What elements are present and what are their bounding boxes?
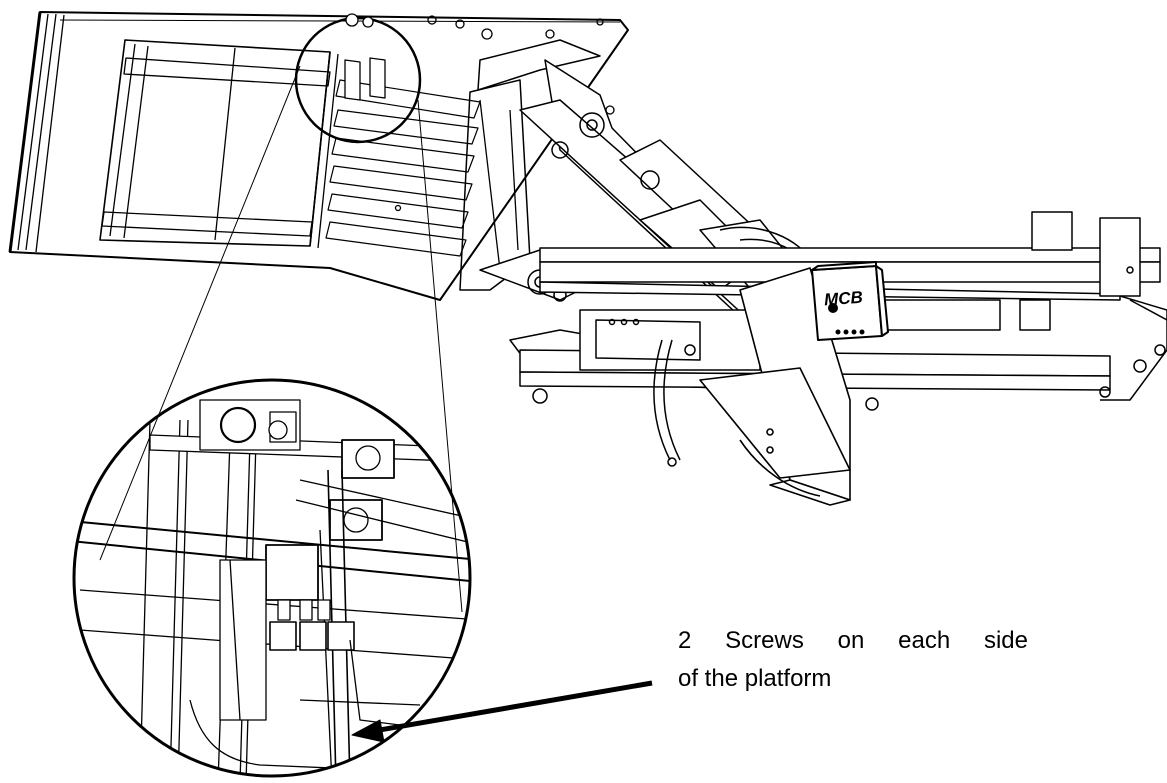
control-box: MCB bbox=[811, 261, 889, 341]
annotation-line-2: of the platform bbox=[678, 665, 832, 692]
annotation-line-1: 2 Screws on each side bbox=[678, 627, 1028, 654]
callout-arrow bbox=[351, 680, 653, 743]
brand-logo: MCB bbox=[823, 288, 863, 310]
detail-marker-circle bbox=[294, 13, 422, 144]
platform bbox=[8, 11, 629, 301]
annotation-text: 2 Screws on each side of the platform bbox=[678, 622, 1028, 698]
zoom-leader-lines bbox=[99, 65, 463, 613]
zoom-detail bbox=[72, 378, 472, 778]
